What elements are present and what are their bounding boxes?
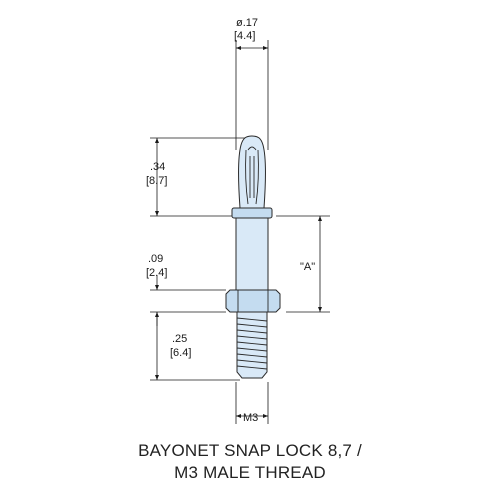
thread-length-in-label: .25 (172, 333, 187, 345)
snap-lock-head (238, 135, 266, 209)
body-length-dimension: "A" (276, 215, 330, 313)
standoff-part (225, 135, 281, 379)
thread-length-mm-label: [6.4] (170, 347, 191, 359)
hex-height-mm-label: [2.4] (146, 267, 167, 279)
collar (231, 207, 273, 219)
hex-height-dimension: .09 [2.4] (146, 253, 226, 326)
diameter-dimension: ø.17 [4.4] (234, 17, 269, 150)
caption-line-1: BAYONET SNAP LOCK 8,7 / (138, 441, 362, 460)
body-shaft (235, 217, 269, 291)
snap-height-in-label: .34 (150, 161, 165, 173)
thread-lines (236, 317, 268, 370)
thread-size-label: M3 (243, 412, 258, 424)
snap-height-dimension: .34 [8.7] (146, 137, 248, 217)
caption-line-2: M3 MALE THREAD (174, 463, 326, 482)
threaded-stud (236, 311, 268, 379)
hex-nut (225, 289, 281, 313)
body-length-label: "A" (300, 261, 315, 273)
hex-height-in-label: .09 (148, 253, 163, 265)
diameter-mm-label: [4.4] (234, 30, 255, 42)
thread-length-dimension: .25 [6.4] (150, 312, 240, 381)
snap-height-mm-label: [8.7] (146, 175, 167, 187)
diameter-in-label: ø.17 (236, 17, 258, 29)
thread-size-dimension: M3 (235, 382, 269, 424)
